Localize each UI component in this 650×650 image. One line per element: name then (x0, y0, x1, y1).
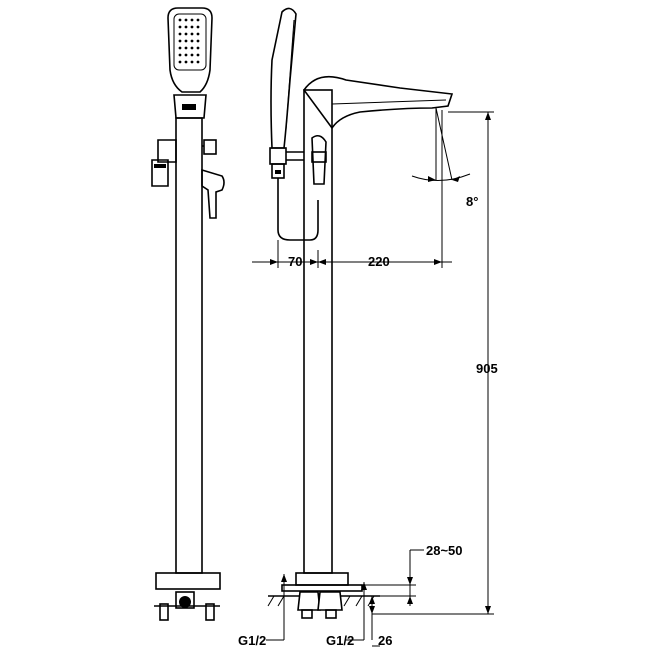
hand-shower-side (270, 7, 297, 149)
dim-spout-offset: 70 (288, 254, 302, 269)
dimension-lines (252, 107, 494, 647)
dim-inlet-right: G1/2 (326, 633, 354, 648)
spout-side (303, 75, 454, 130)
front-view (151, 7, 225, 621)
mounting-bolts-front (154, 603, 220, 621)
base-plate-front (155, 572, 221, 590)
dim-floor-range: 28~50 (426, 543, 463, 558)
dim-inlet-left: G1/2 (238, 633, 266, 648)
side-view (267, 7, 454, 619)
dim-spout-reach: 220 (368, 254, 390, 269)
dim-overall-height: 905 (476, 361, 498, 376)
column-front (175, 117, 203, 574)
dim-spout-angle: 8° (466, 194, 478, 209)
hand-shower-head-front (167, 7, 213, 93)
dim-base-height: 26 (378, 633, 392, 648)
spray-nozzles (178, 18, 200, 64)
